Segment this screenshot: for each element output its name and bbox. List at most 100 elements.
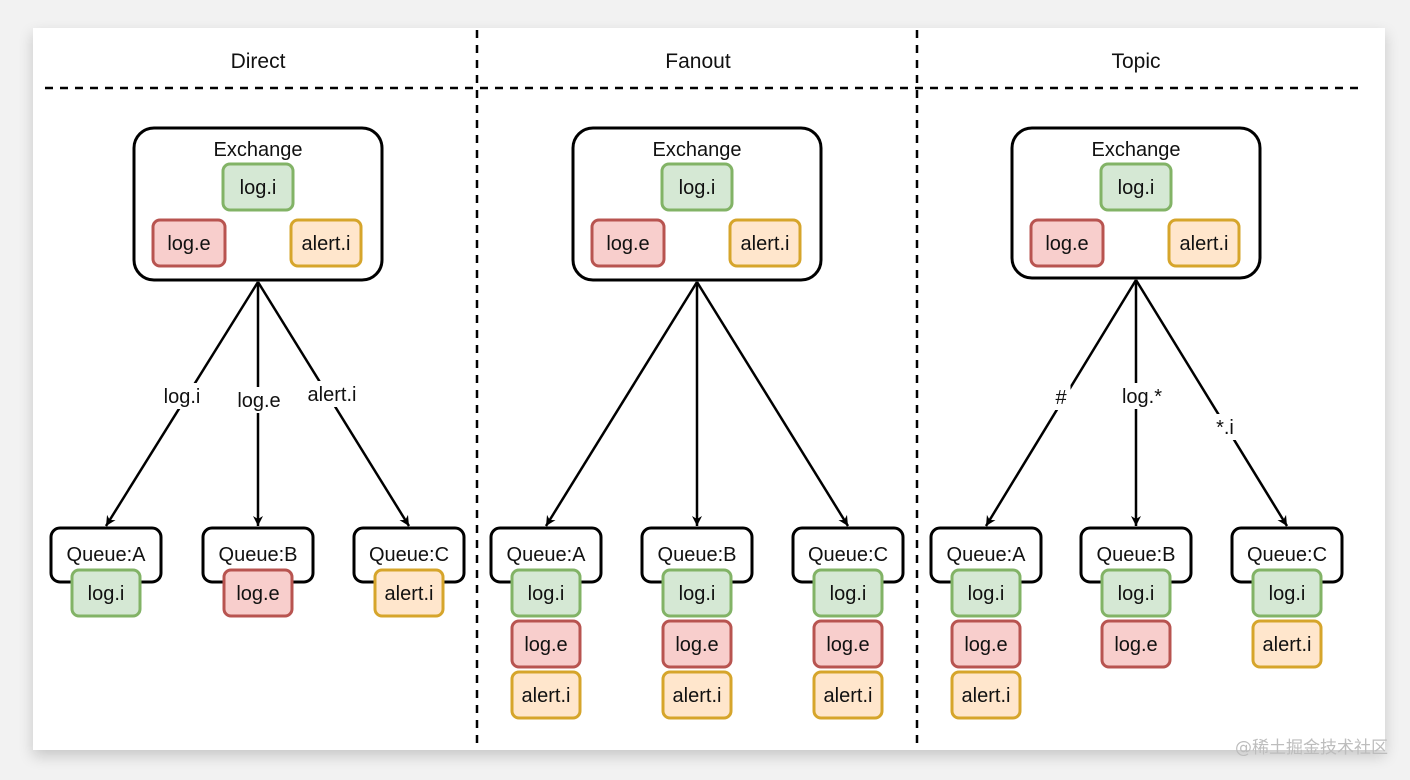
queue-message-alert-i-box: [950, 670, 1022, 720]
queue-message-log-e-label: log.e: [236, 583, 279, 605]
queue-message-alert-i-label: alert.i: [522, 685, 571, 707]
queue-message-alert-i: alert.i: [812, 670, 884, 720]
exchange-key-log-i: log.i: [1099, 162, 1173, 212]
routing-key-label: *.i: [1216, 417, 1234, 439]
route-arrow: [1134, 279, 1289, 527]
edge-label-bg: [289, 381, 375, 407]
queue-message-alert-i: alert.i: [950, 670, 1022, 720]
routing-key-label: log.i: [164, 386, 201, 408]
exchange-key-log-e-label: log.e: [606, 233, 649, 255]
queue-message-log-e: log.e: [222, 568, 294, 618]
queue-message-log-i-box: [1100, 568, 1172, 618]
edge-label-bg: [1204, 414, 1246, 440]
queue-message-log-e-label: log.e: [675, 634, 718, 656]
queue-message-alert-i: alert.i: [1251, 619, 1323, 669]
queue-message-log-i-box: [950, 568, 1022, 618]
queue-message-log-e-box: [510, 619, 582, 669]
queue-message-log-i: log.i: [70, 568, 142, 618]
queue-message-log-e-box: [812, 619, 884, 669]
queue-message-alert-i-box: [510, 670, 582, 720]
queue-message-log-e-box: [222, 568, 294, 618]
queue-label: Queue:C: [808, 544, 888, 566]
queue-message-alert-i-label: alert.i: [385, 583, 434, 605]
exchange-key-alert-i: alert.i: [289, 218, 363, 268]
queue-node-c: Queue:C log.i alert.i: [1230, 526, 1344, 669]
exchange-key-alert-i-label: alert.i: [302, 233, 351, 255]
exchange-key-log-e: log.e: [590, 218, 666, 268]
queue-message-alert-i-label: alert.i: [824, 685, 873, 707]
exchange-key-alert-i: alert.i: [728, 218, 802, 268]
exchange-node: Exchange log.i log.e alert.i: [1010, 126, 1262, 280]
exchange-key-alert-i-label: alert.i: [1180, 233, 1229, 255]
queue-label: Queue:B: [1097, 544, 1176, 566]
queue-message-log-e: log.e: [950, 619, 1022, 669]
queue-message-log-i-box: [510, 568, 582, 618]
section-title-direct: Direct: [231, 50, 286, 73]
queue-message-log-i: log.i: [510, 568, 582, 618]
exchange-label: Exchange: [214, 139, 303, 161]
queue-label: Queue:C: [1247, 544, 1327, 566]
exchange-key-log-e-label: log.e: [1045, 233, 1088, 255]
queue-message-log-e-label: log.e: [826, 634, 869, 656]
exchange-key-log-i-label: log.i: [679, 177, 716, 199]
queue-message-log-i-label: log.i: [1269, 583, 1306, 605]
queue-message-alert-i: alert.i: [510, 670, 582, 720]
queue-message-log-i-box: [661, 568, 733, 618]
queue-message-alert-i-box: [373, 568, 445, 618]
queue-message-log-e-box: [661, 619, 733, 669]
edge-label-bg: [227, 387, 291, 413]
queue-message-log-i: log.i: [661, 568, 733, 618]
exchange-key-log-i-label: log.i: [1118, 177, 1155, 199]
exchange-key-log-e-label: log.e: [167, 233, 210, 255]
queue-message-alert-i-box: [1251, 619, 1323, 669]
queue-message-log-e: log.e: [1100, 619, 1172, 669]
queue-message-log-i-label: log.i: [679, 583, 716, 605]
queue-message-alert-i-label: alert.i: [673, 685, 722, 707]
queue-message-log-e-box: [1100, 619, 1172, 669]
queue-message-alert-i-box: [661, 670, 733, 720]
queue-label: Queue:B: [219, 544, 298, 566]
queue-message-log-i-label: log.i: [968, 583, 1005, 605]
queue-label: Queue:A: [67, 544, 147, 566]
queue-message-log-e-label: log.e: [1114, 634, 1157, 656]
section-title-fanout: Fanout: [665, 50, 731, 73]
queue-message-log-i-box: [70, 568, 142, 618]
routing-key-label: log.e: [237, 390, 280, 412]
queue-label: Queue:A: [507, 544, 587, 566]
watermark: @稀土掘金技术社区: [1235, 738, 1388, 758]
exchange-key-log-i-box: [221, 162, 295, 212]
queue-message-log-e: log.e: [510, 619, 582, 669]
exchange-key-log-e-box: [151, 218, 227, 268]
exchange-label: Exchange: [1092, 139, 1181, 161]
queue-message-log-i-label: log.i: [88, 583, 125, 605]
queue-message-log-i: log.i: [1100, 568, 1172, 618]
exchange-key-log-e-box: [590, 218, 666, 268]
queue-node-a: Queue:A log.i log.e alert.i: [929, 526, 1043, 720]
queue-label: Queue:A: [947, 544, 1027, 566]
routing-key-label: #: [1055, 387, 1067, 409]
exchange-key-log-e: log.e: [1029, 218, 1105, 268]
edge-label-bg: [150, 383, 214, 409]
exchange-key-log-i-box: [1099, 162, 1173, 212]
queue-message-alert-i-label: alert.i: [962, 685, 1011, 707]
exchange-key-alert-i-label: alert.i: [741, 233, 790, 255]
queue-message-log-i: log.i: [950, 568, 1022, 618]
exchange-key-log-i-label: log.i: [240, 177, 277, 199]
queue-node-b: Queue:B log.e: [201, 526, 315, 618]
routing-key-label: alert.i: [308, 384, 357, 406]
route-arrow: [695, 281, 850, 527]
queue-message-alert-i-box: [812, 670, 884, 720]
edge-label-bg: [1051, 384, 1071, 410]
exchange-key-alert-i: alert.i: [1167, 218, 1241, 268]
queue-label: Queue:B: [658, 544, 737, 566]
exchange-key-log-i-box: [660, 162, 734, 212]
queue-message-log-i: log.i: [1251, 568, 1323, 618]
queue-message-log-i-box: [812, 568, 884, 618]
exchange-key-alert-i-box: [289, 218, 363, 268]
